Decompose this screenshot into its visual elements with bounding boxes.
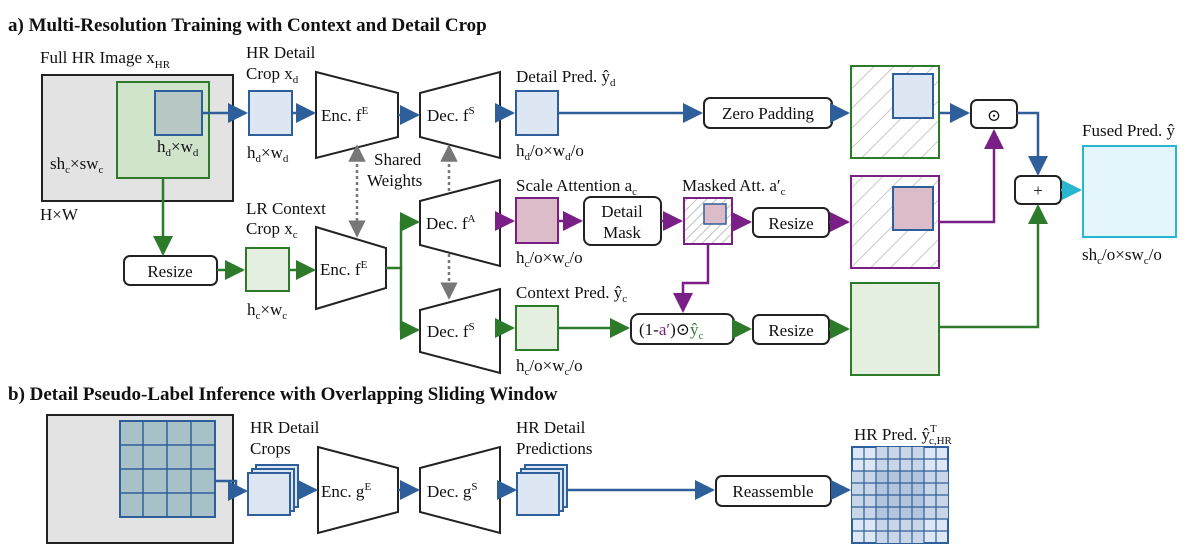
hc-wc-below-label: hc×wc <box>247 300 287 322</box>
detail-mask-label-1: Detail <box>601 202 643 221</box>
resize-box-input-label: Resize <box>147 262 192 281</box>
detail-pred-box <box>515 90 559 136</box>
lr-context-crop-label-1: LR Context <box>246 199 326 218</box>
masked-att-label: Masked Att. a′c <box>682 176 786 198</box>
hr-detail-crop <box>248 90 293 136</box>
arrow-b-input-to-crops <box>215 479 248 501</box>
resize-box-context-label: Resize <box>768 321 813 340</box>
reassemble-label: Reassemble <box>732 482 813 501</box>
detail-pred-dims: hd/o×wd/o <box>516 141 584 163</box>
resized-att-inner <box>892 186 934 231</box>
fused-pred-box <box>1082 145 1177 238</box>
encoder-fe-detail-label: Enc. fE <box>321 105 369 125</box>
decoder-fs-detail-label: Dec. fS <box>427 105 475 125</box>
scale-att-dims: hc/o×wc/o <box>516 248 583 270</box>
decoder-fs-context <box>419 287 501 375</box>
arrow-ctxbox-to-add <box>939 204 1048 329</box>
section-a-title: a) Multi-Resolution Training with Contex… <box>8 15 487 36</box>
shared-weights-label-2: Weights <box>367 171 422 190</box>
decoder-fa <box>419 178 501 268</box>
context-pred-dims: hc/o×wc/o <box>516 356 583 378</box>
resize-box-att-label: Resize <box>768 214 813 233</box>
scale-attention-label: Scale Attention ac <box>516 176 637 198</box>
lr-context-crop-label-2: Crop xc <box>246 219 298 241</box>
arrow-mult-to-add <box>1017 111 1048 176</box>
add-op-label: + <box>1033 181 1043 200</box>
arrow-enc-to-deca <box>386 212 420 270</box>
padded-detail-inner <box>892 73 934 119</box>
hr-detail-crop-label-1: HR Detail <box>246 43 316 62</box>
arrow-attbox-to-mult <box>939 129 1004 224</box>
detail-mask-label-2: Mask <box>603 223 641 242</box>
decoder-gs <box>419 445 501 535</box>
hr-detail-crops-stack <box>247 464 299 516</box>
hw-label: H×W <box>40 205 79 224</box>
fused-pred-label: Fused Pred. ŷ <box>1082 121 1176 140</box>
hr-detail-predictions-stack <box>516 464 568 516</box>
shared-weights-label-1: Shared <box>374 150 422 169</box>
decoder-fa-label: Dec. fA <box>426 213 476 233</box>
masked-att-inner <box>703 203 727 225</box>
hd-wd-below-label: hd×wd <box>247 143 289 165</box>
inverse-mask-multiply-label: (1-a′)⊙ŷc <box>639 320 704 342</box>
full-hr-image-label: Full HR Image xHR <box>40 48 171 71</box>
hr-input-grid <box>119 420 216 518</box>
context-pred-label: Context Pred. ŷc <box>516 283 627 305</box>
lr-context-crop <box>245 247 290 292</box>
hd-wd-label: hd×wd <box>157 137 199 159</box>
hr-detail-predictions-label-1: HR Detail <box>516 418 586 437</box>
arrow-masked-to-inverse <box>673 244 710 313</box>
hr-pred-grid <box>851 446 949 544</box>
decoder-fs-context-label: Dec. fS <box>427 321 475 341</box>
hr-detail-crops-label-1: HR Detail <box>250 418 320 437</box>
fused-dims: shc/o×swc/o <box>1082 245 1162 267</box>
decoder-fs-detail <box>419 70 501 160</box>
hr-detail-predictions-label-2: Predictions <box>516 439 593 458</box>
encoder-ge-label: Enc. gE <box>321 481 371 501</box>
context-pred-box <box>515 305 559 351</box>
hr-detail-crops-label-2: Crops <box>250 439 291 458</box>
zero-padding-label: Zero Padding <box>722 104 815 123</box>
encoder-ge <box>317 445 399 535</box>
arrow-enc-to-decs <box>399 268 420 340</box>
scale-attention-box <box>515 197 559 244</box>
detail-crop-region <box>154 90 203 136</box>
encoder-fe-detail <box>315 70 399 160</box>
resized-context-box <box>850 282 940 376</box>
encoder-fe-context <box>315 225 387 311</box>
detail-pred-label: Detail Pred. ŷd <box>516 67 616 89</box>
shc-swc-label: shc×swc <box>50 154 104 176</box>
decoder-gs-label: Dec. gS <box>427 481 478 501</box>
encoder-fe-context-label: Enc. fE <box>320 259 368 279</box>
section-b-title: b) Detail Pseudo-Label Inference with Ov… <box>8 384 558 405</box>
multiply-op-1-label: ⊙ <box>987 106 1001 125</box>
hr-detail-crop-label-2: Crop xd <box>246 64 299 86</box>
